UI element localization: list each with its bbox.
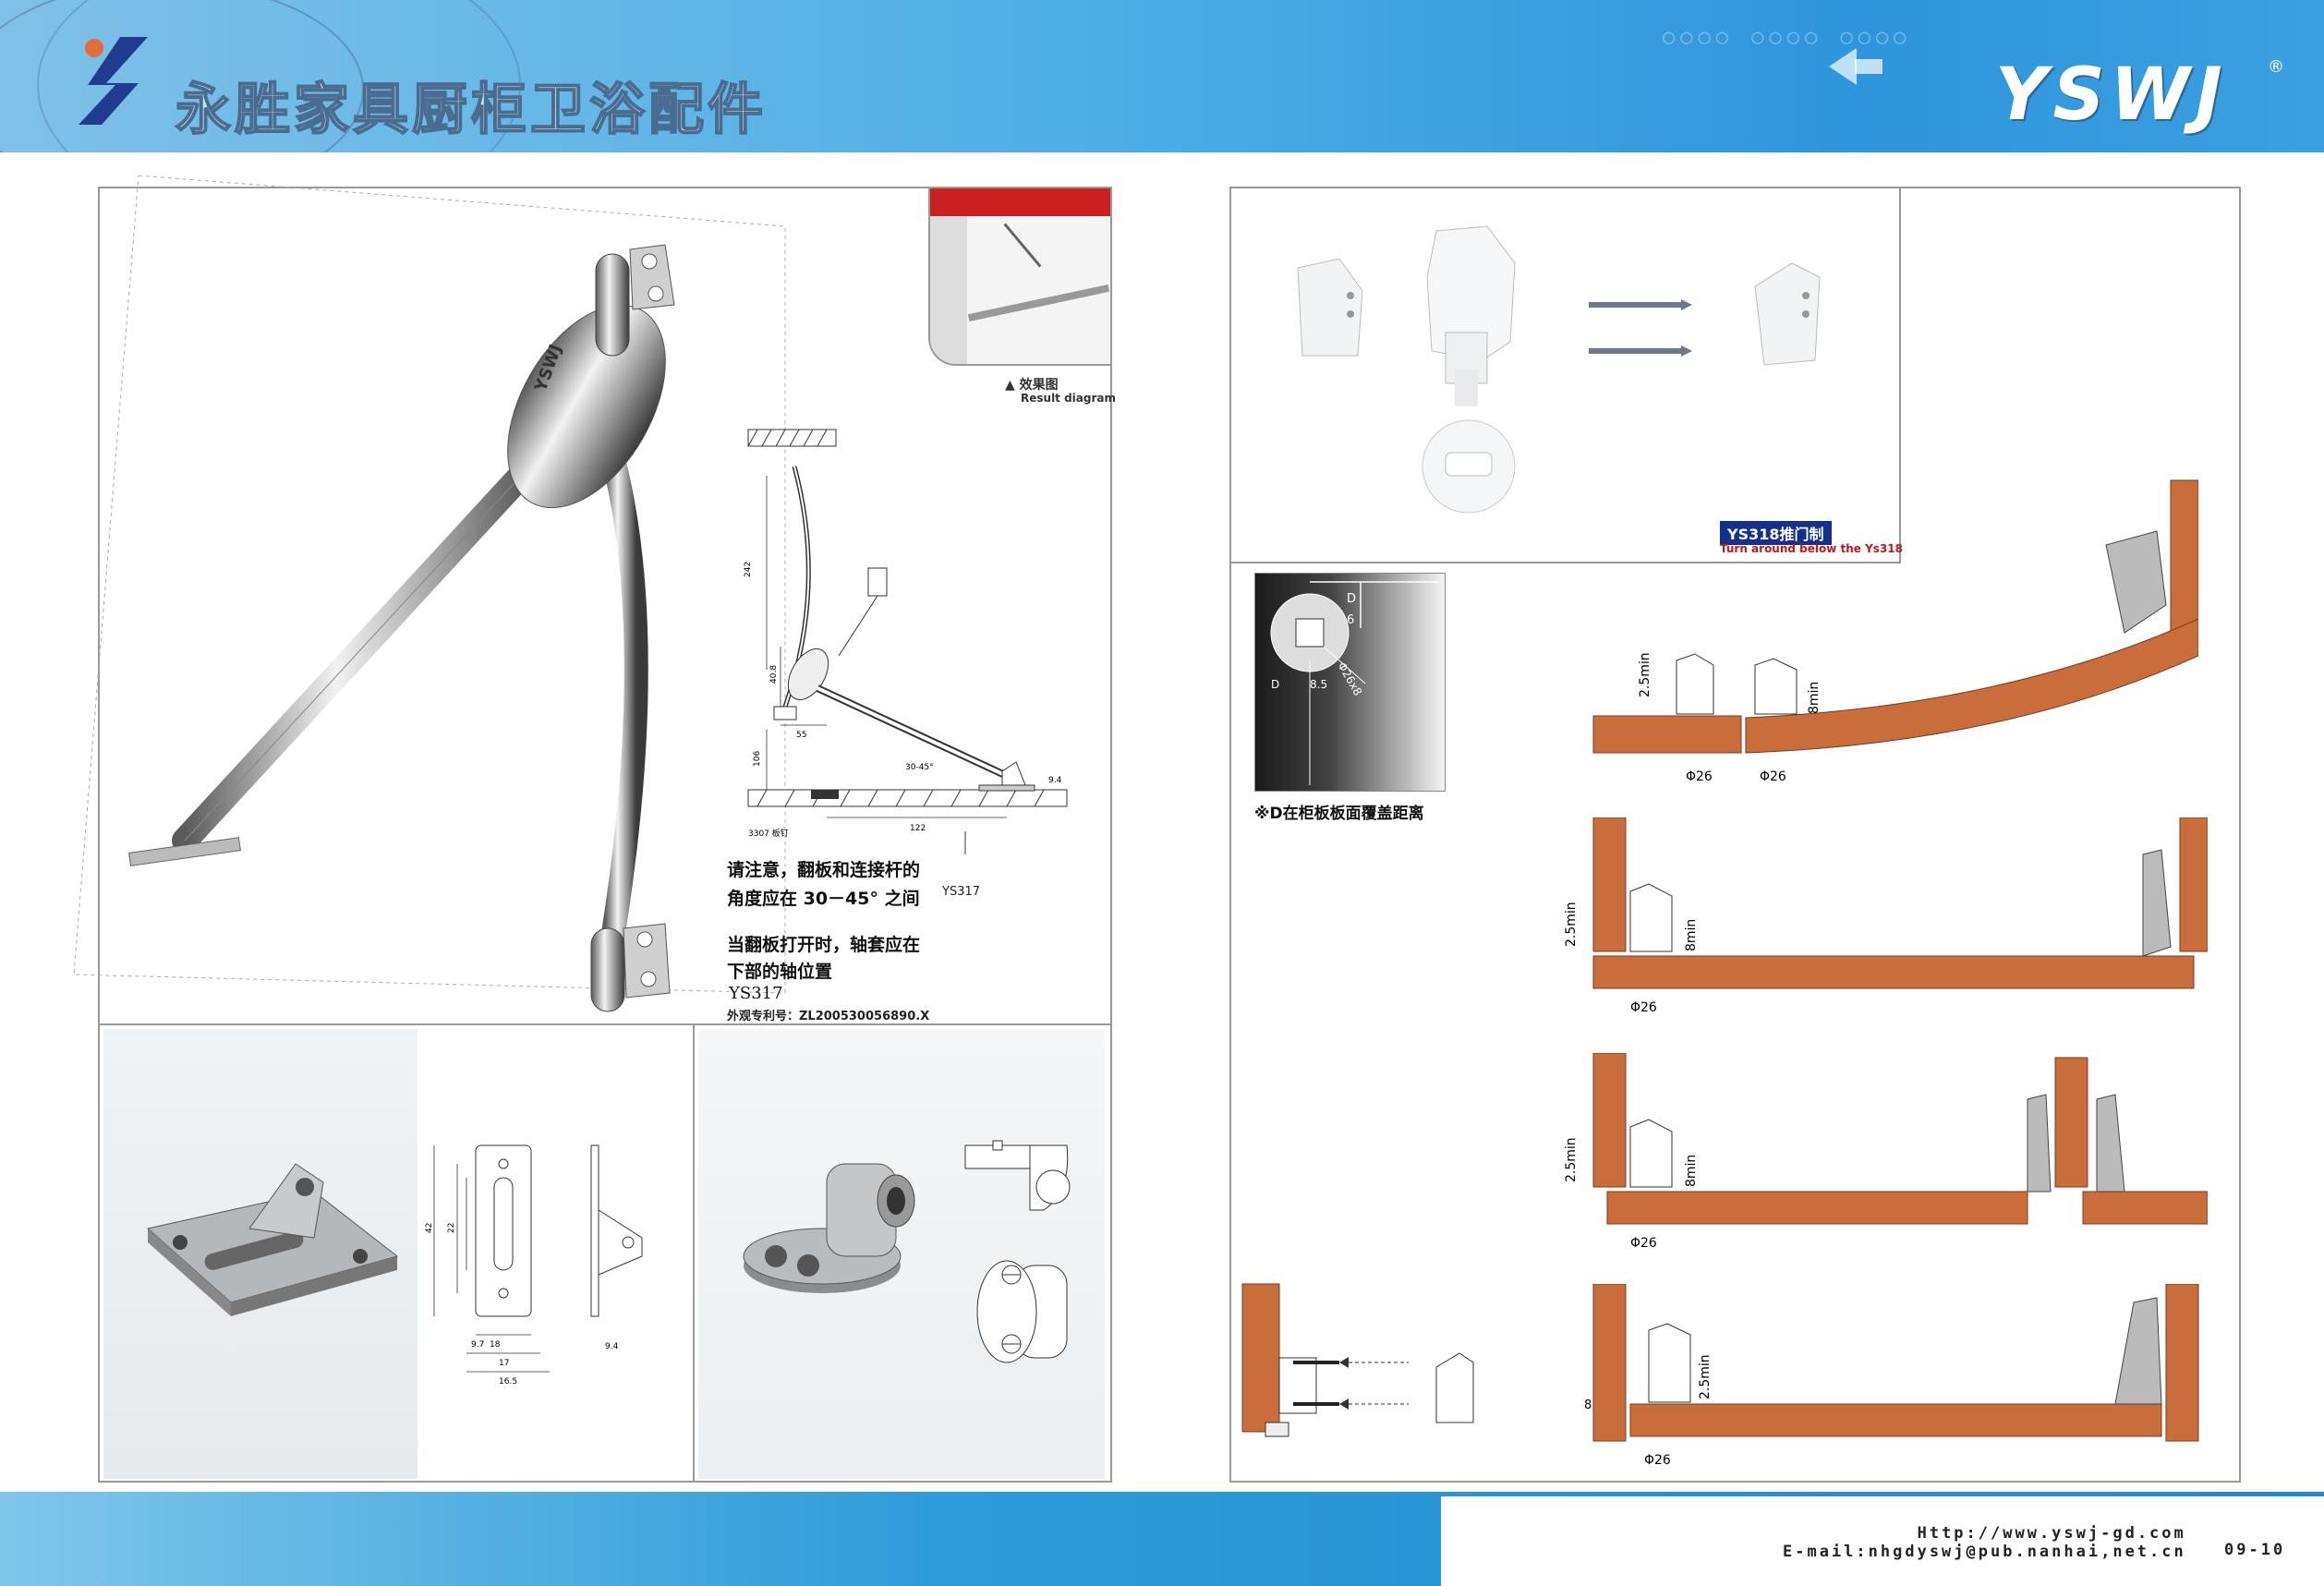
angle-note-line2: 角度应在 30－45° 之间 bbox=[727, 889, 920, 909]
ys318-sub: Turn around below the Ys318 bbox=[1720, 542, 1903, 555]
svg-text:9.7: 9.7 bbox=[471, 1340, 484, 1350]
svg-text:8min: 8min bbox=[1807, 682, 1822, 714]
model-number: YS317 bbox=[729, 984, 783, 1003]
divider bbox=[1899, 187, 1901, 563]
svg-text:Φ26: Φ26 bbox=[1760, 769, 1786, 781]
socket-drawing bbox=[964, 1140, 1071, 1363]
svg-text:8min: 8min bbox=[1684, 919, 1699, 951]
svg-text:Φ26: Φ26 bbox=[1644, 1453, 1671, 1468]
svg-text:122: 122 bbox=[910, 824, 926, 833]
decor-web bbox=[37, 0, 521, 152]
svg-text:40.8: 40.8 bbox=[769, 665, 779, 684]
svg-text:Φ26: Φ26 bbox=[1630, 1236, 1657, 1251]
svg-text:17: 17 bbox=[499, 1359, 509, 1368]
diagram-full-overlay: 2.5min 8min Φ26 bbox=[1564, 817, 2208, 1015]
angle-note-line1: 请注意，翻板和连接杆的 bbox=[727, 860, 921, 880]
header-banner: ○○○○ ○○○○ ○○○○ bbox=[0, 0, 2324, 152]
svg-text:8.5: 8.5 bbox=[1310, 678, 1327, 691]
svg-text:9.4: 9.4 bbox=[1048, 776, 1062, 785]
bracket-drawing: 9.7 18 17 16.5 22 42 9.4 bbox=[425, 1144, 643, 1386]
decor-dots: ○○○○ ○○○○ ○○○○ bbox=[1663, 26, 1912, 49]
email-link[interactable]: E-mail:nhgdyswj@pub.nanhai,net.cn bbox=[1783, 1543, 2186, 1561]
svg-text:42: 42 bbox=[425, 1223, 434, 1233]
effect-label: ▲ 效果图 bbox=[1005, 378, 1059, 393]
svg-text:2.5min: 2.5min bbox=[1698, 1354, 1713, 1399]
result-diagram-photo bbox=[928, 188, 1110, 366]
svg-text:22: 22 bbox=[447, 1223, 456, 1233]
open-note-line2: 下部的轴位置 bbox=[727, 962, 833, 982]
arrow-left-icon bbox=[1855, 59, 1882, 74]
push-latch-install-diagram bbox=[1241, 1283, 1474, 1437]
svg-text:D: D bbox=[1347, 592, 1356, 606]
svg-text:6: 6 bbox=[1347, 613, 1354, 627]
brand-name-en: YSWJ bbox=[1995, 54, 2228, 137]
diagram-inset-door: 8 2.5min Φ26 bbox=[1584, 1284, 2199, 1468]
d-distance-diagram: D 6 Φ26x8 D 8.5 bbox=[1270, 581, 1439, 785]
company-logo-icon bbox=[79, 37, 148, 125]
svg-text:55: 55 bbox=[796, 731, 806, 740]
svg-text:2.5min: 2.5min bbox=[1564, 1137, 1579, 1182]
ys318-parts-image bbox=[1297, 225, 1821, 514]
socket-product-image bbox=[743, 1163, 915, 1293]
svg-text:Φ26: Φ26 bbox=[1686, 769, 1713, 781]
divider bbox=[693, 1023, 695, 1483]
svg-text:D: D bbox=[1271, 678, 1279, 691]
registered-mark: ® bbox=[2268, 57, 2284, 77]
d-note: ※D在柜板板面覆盖距离 bbox=[1254, 805, 1424, 823]
svg-text:3307 板钉: 3307 板钉 bbox=[748, 828, 789, 839]
contact-block: Http://www.yswj-gd.com E-mail:nhgdyswj@p… bbox=[1783, 1524, 2186, 1561]
svg-text:2.5min: 2.5min bbox=[1564, 902, 1579, 947]
lid-stay-product-image: YSWJ bbox=[73, 175, 786, 1012]
svg-text:16.5: 16.5 bbox=[499, 1377, 517, 1386]
svg-text:Φ26: Φ26 bbox=[1630, 1000, 1657, 1015]
pointer-label: YS317 bbox=[942, 885, 981, 899]
diagram-curved-door: 2.5min 8min Φ26 Φ26 bbox=[1592, 479, 2198, 781]
website-link[interactable]: Http://www.yswj-gd.com bbox=[1917, 1524, 2186, 1543]
svg-text:8: 8 bbox=[1584, 1398, 1592, 1412]
diagram-half-overlay: 2.5min 8min Φ26 bbox=[1564, 1053, 2208, 1251]
ys318-label: YS318推门制 bbox=[1720, 521, 1832, 545]
svg-text:9.4: 9.4 bbox=[605, 1342, 619, 1351]
svg-text:8min: 8min bbox=[1684, 1155, 1699, 1187]
page-number: 09-10 bbox=[2224, 1541, 2286, 1559]
svg-text:2.5min: 2.5min bbox=[1638, 652, 1652, 697]
svg-text:106: 106 bbox=[753, 751, 762, 767]
open-note-line1: 当翻板打开时，轴套应在 bbox=[727, 935, 921, 955]
footer-contact-area bbox=[1441, 1496, 2324, 1586]
right-page-frame bbox=[1229, 187, 2241, 1483]
brand-name-cn: 永胜家具厨柜卫浴配件 bbox=[175, 77, 767, 143]
divider bbox=[98, 1023, 1112, 1025]
bracket-product-image bbox=[146, 1163, 399, 1316]
svg-text:18: 18 bbox=[490, 1340, 501, 1350]
svg-text:30-45°: 30-45° bbox=[905, 763, 934, 772]
patent-number: 外观专利号：ZL200530056890.X bbox=[727, 1010, 930, 1023]
effect-label-en: Result diagram bbox=[1021, 392, 1117, 405]
divider bbox=[1229, 562, 1900, 563]
installation-drawing: 242 40.8 55 106 122 30-45° 9.4 3307 板钉 bbox=[744, 429, 1068, 854]
arrow-left-icon bbox=[1829, 48, 1857, 85]
svg-text:242: 242 bbox=[744, 562, 753, 577]
left-page-frame bbox=[98, 187, 1112, 1483]
